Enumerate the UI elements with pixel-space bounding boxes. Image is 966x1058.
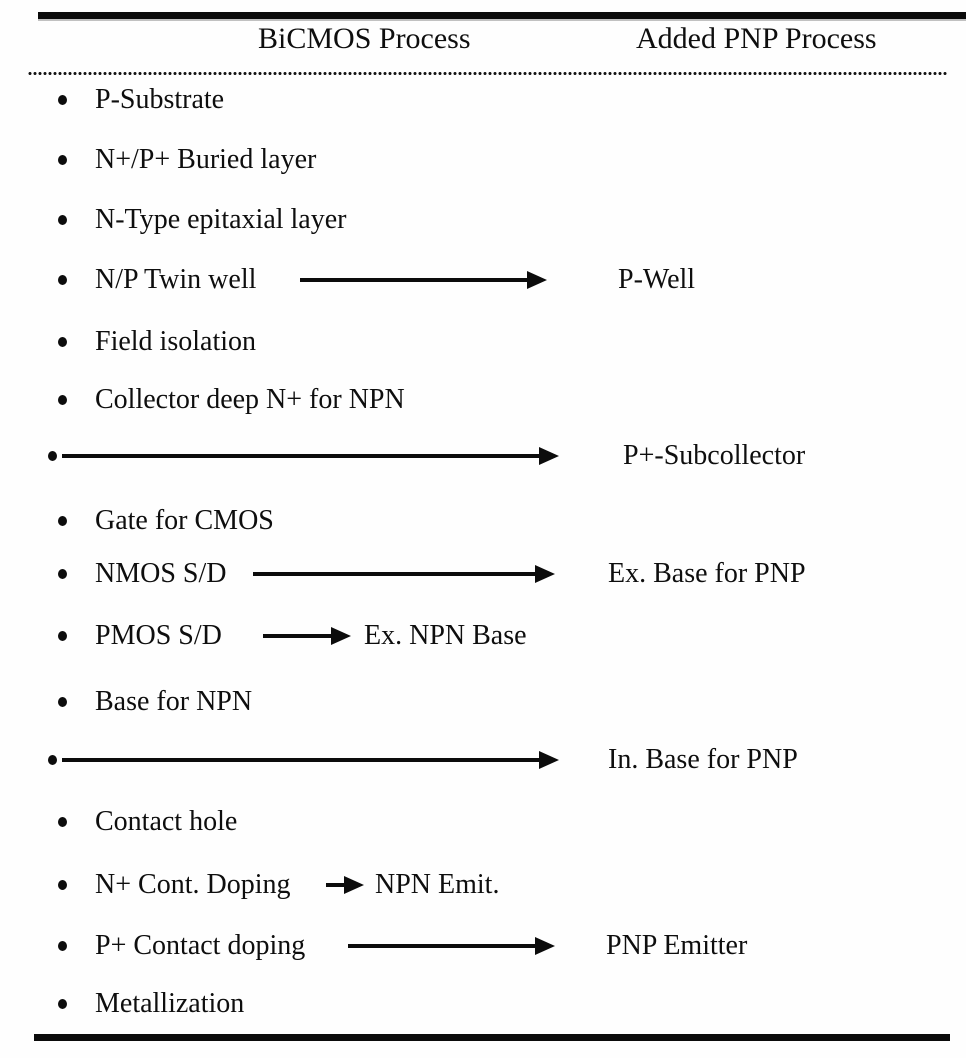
- bottom-rule: [34, 1034, 950, 1041]
- right-arrow-icon: [300, 271, 547, 289]
- process-step-label: N+ Cont. Doping: [95, 869, 291, 900]
- added-step-label: P+-Subcollector: [623, 440, 806, 471]
- table-row: Field isolation: [0, 322, 966, 362]
- right-arrow-icon: [62, 751, 559, 769]
- table-row: Base for NPN: [0, 682, 966, 722]
- table-row: NMOS S/D Ex. Base for PNP: [0, 554, 966, 594]
- right-arrow-icon: [263, 627, 351, 645]
- process-step-label: Base for NPN: [95, 686, 253, 717]
- right-arrow-icon: [348, 937, 555, 955]
- inline-added-step-label: Ex. NPN Base: [364, 620, 527, 651]
- bullet-icon: [58, 941, 67, 951]
- process-step-label: Metallization: [95, 988, 245, 1019]
- table-row: P+ Contact doping PNP Emitter: [0, 926, 966, 966]
- process-step-label: Field isolation: [95, 326, 256, 357]
- bullet-icon: [58, 155, 67, 165]
- process-step-label: NMOS S/D: [95, 558, 227, 589]
- added-step-label: PNP Emitter: [606, 930, 748, 961]
- bullet-icon: [58, 516, 67, 526]
- bullet-icon: [58, 215, 67, 225]
- table-row: PMOS S/D Ex. NPN Base: [0, 616, 966, 656]
- process-step-label: Contact hole: [95, 806, 238, 837]
- added-step-label: In. Base for PNP: [608, 744, 798, 775]
- process-step-label: N-Type epitaxial layer: [95, 204, 347, 235]
- bullet-icon: [58, 275, 67, 285]
- table-row: N+ Cont. Doping NPN Emit.: [0, 865, 966, 905]
- column-header-added-pnp: Added PNP Process: [636, 22, 877, 55]
- table-row: Metallization: [0, 984, 966, 1024]
- inline-added-step-label: NPN Emit.: [375, 869, 500, 900]
- process-step-label: P-Substrate: [95, 84, 225, 115]
- table-row: Contact hole: [0, 802, 966, 842]
- bullet-icon: [58, 337, 67, 347]
- bullet-icon: [58, 999, 67, 1009]
- bullet-icon: [58, 880, 67, 890]
- dotted-rule: [28, 71, 948, 76]
- table-row: P-Substrate: [0, 80, 966, 120]
- bullet-icon: [58, 95, 67, 105]
- process-step-label: N/P Twin well: [95, 264, 257, 295]
- bullet-icon: [58, 569, 67, 579]
- process-step-label: PMOS S/D: [95, 620, 222, 651]
- right-arrow-icon: [62, 447, 559, 465]
- table-row: N-Type epitaxial layer: [0, 200, 966, 240]
- process-step-label: Collector deep N+ for NPN: [95, 384, 405, 415]
- table-row: N/P Twin well P-Well: [0, 260, 966, 300]
- process-step-label: N+/P+ Buried layer: [95, 144, 317, 175]
- process-step-label: Gate for CMOS: [95, 505, 274, 536]
- bullet-icon: [48, 451, 57, 461]
- right-arrow-icon: [253, 565, 555, 583]
- bullet-icon: [58, 631, 67, 641]
- table-row: In. Base for PNP: [0, 740, 966, 780]
- added-step-label: P-Well: [618, 264, 696, 295]
- bullet-icon: [58, 817, 67, 827]
- bullet-icon: [48, 755, 57, 765]
- table-row: N+/P+ Buried layer: [0, 140, 966, 180]
- right-arrow-icon: [326, 876, 364, 894]
- added-step-label: Ex. Base for PNP: [608, 558, 806, 589]
- table-row: P+-Subcollector: [0, 436, 966, 476]
- process-step-label: P+ Contact doping: [95, 930, 306, 961]
- table-row: Gate for CMOS: [0, 501, 966, 541]
- bullet-icon: [58, 697, 67, 707]
- table-row: Collector deep N+ for NPN: [0, 380, 966, 420]
- column-header-bicmos: BiCMOS Process: [258, 22, 471, 55]
- bullet-icon: [58, 395, 67, 405]
- top-rule: [38, 12, 966, 19]
